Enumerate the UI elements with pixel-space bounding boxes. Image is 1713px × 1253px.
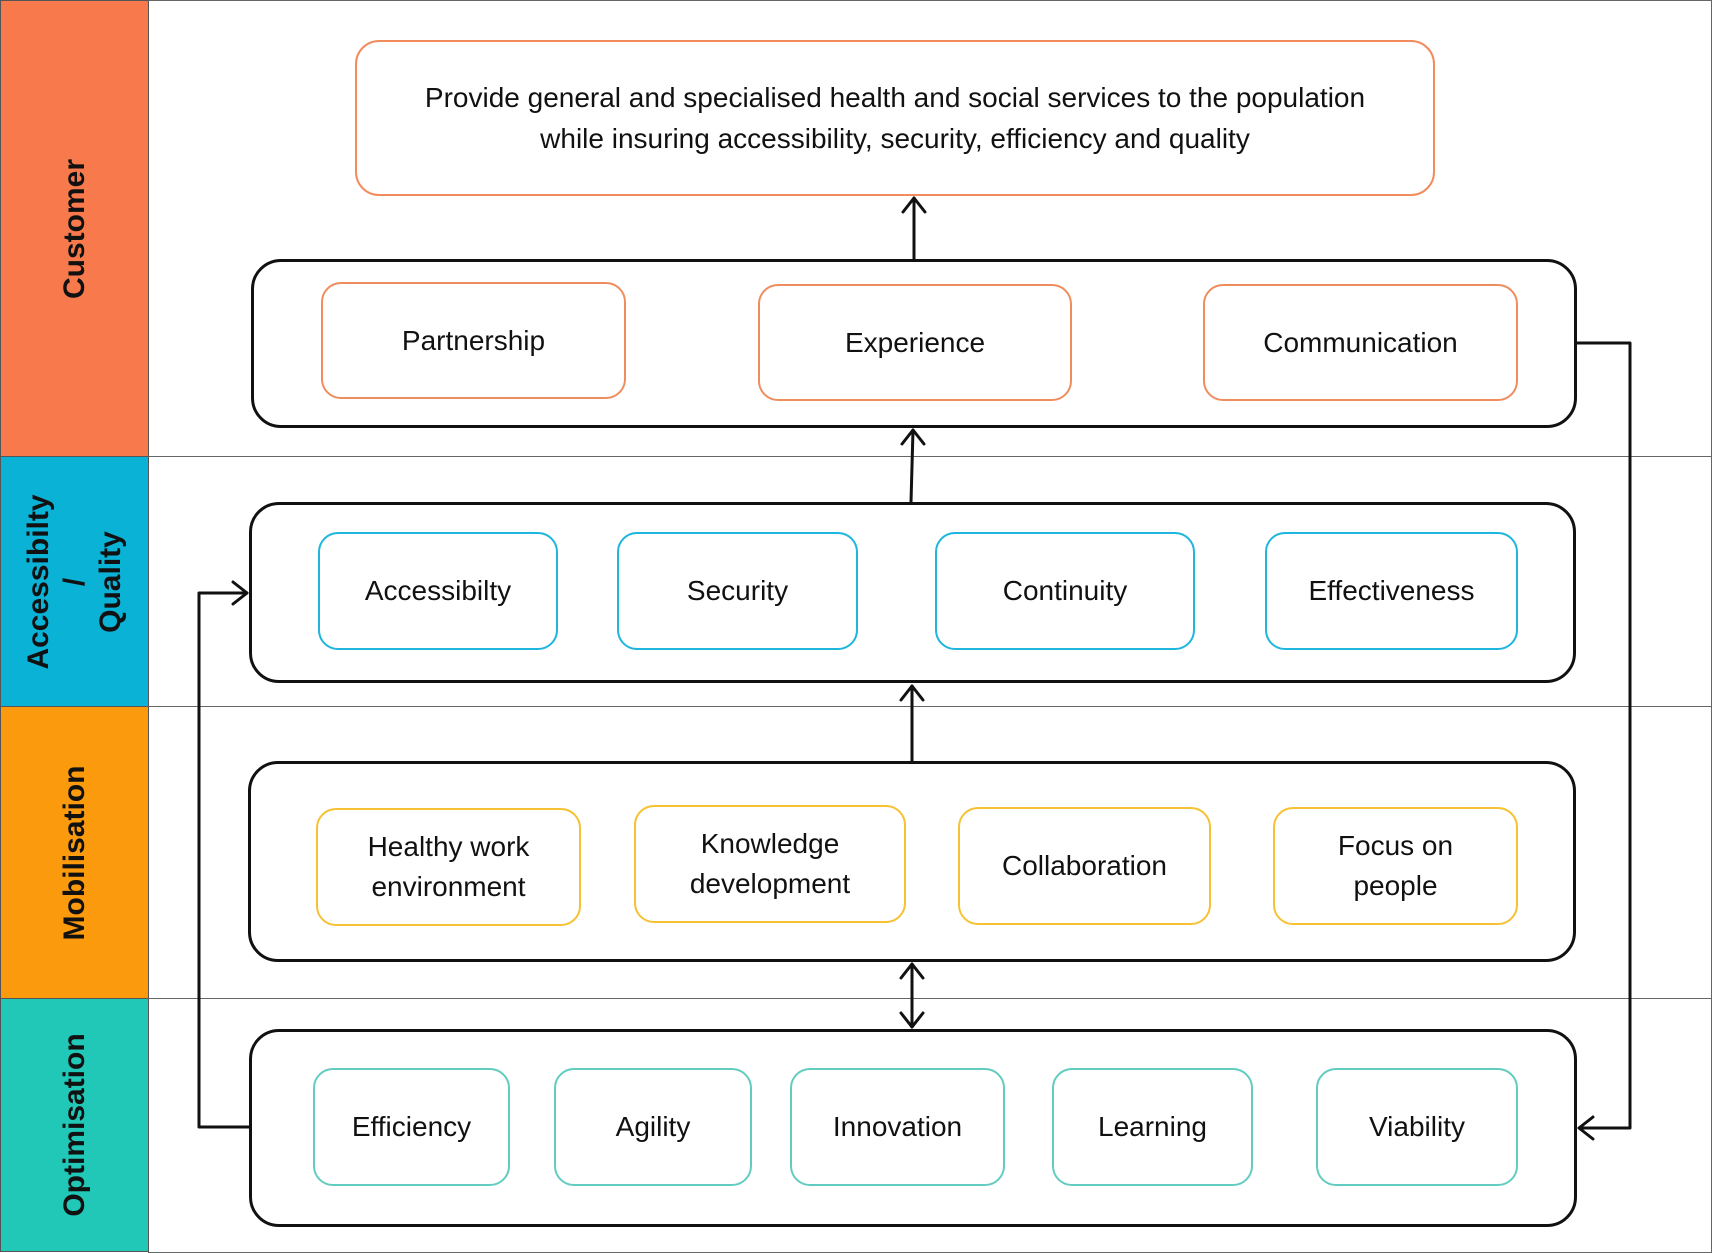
node-healthy-work-environment: Healthy work environment <box>316 808 581 926</box>
node-learning: Learning <box>1052 1068 1253 1186</box>
arrow-customer-to-optimisation <box>1575 341 1632 1130</box>
arrowhead-up-mobilisation <box>899 962 925 980</box>
node-collaboration: Collaboration <box>958 807 1211 925</box>
arrow-quality-to-customer <box>909 428 915 504</box>
node-agility: Agility <box>554 1068 752 1186</box>
arrowhead-optimisation-right <box>1577 1115 1595 1141</box>
node-effectiveness: Effectiveness <box>1265 532 1518 650</box>
arrowhead-mission <box>901 196 927 214</box>
node-efficiency: Efficiency <box>313 1068 510 1186</box>
arrowhead-customer <box>900 428 926 446</box>
node-security: Security <box>617 532 858 650</box>
arrowhead-quality-left <box>231 580 249 606</box>
node-communication: Communication <box>1203 284 1518 401</box>
band-customer: Customer <box>0 0 149 457</box>
arrow-optimisation-to-quality <box>197 591 251 1129</box>
node-experience: Experience <box>758 284 1072 401</box>
band-accessibility-quality: Accessibilty / Quality <box>0 456 149 707</box>
arrowhead-down-optimisation <box>899 1011 925 1029</box>
node-knowledge-development: Knowledge development <box>634 805 906 923</box>
arrowhead-quality-center <box>899 684 925 702</box>
node-viability: Viability <box>1316 1068 1518 1186</box>
band-optimisation: Optimisation <box>0 998 149 1252</box>
node-innovation: Innovation <box>790 1068 1005 1186</box>
node-partnership: Partnership <box>321 282 626 399</box>
node-focus-on-people: Focus on people <box>1273 807 1518 925</box>
mission-statement-box: Provide general and specialised health a… <box>355 40 1435 196</box>
node-continuity: Continuity <box>935 532 1195 650</box>
node-accessibilty: Accessibilty <box>318 532 558 650</box>
